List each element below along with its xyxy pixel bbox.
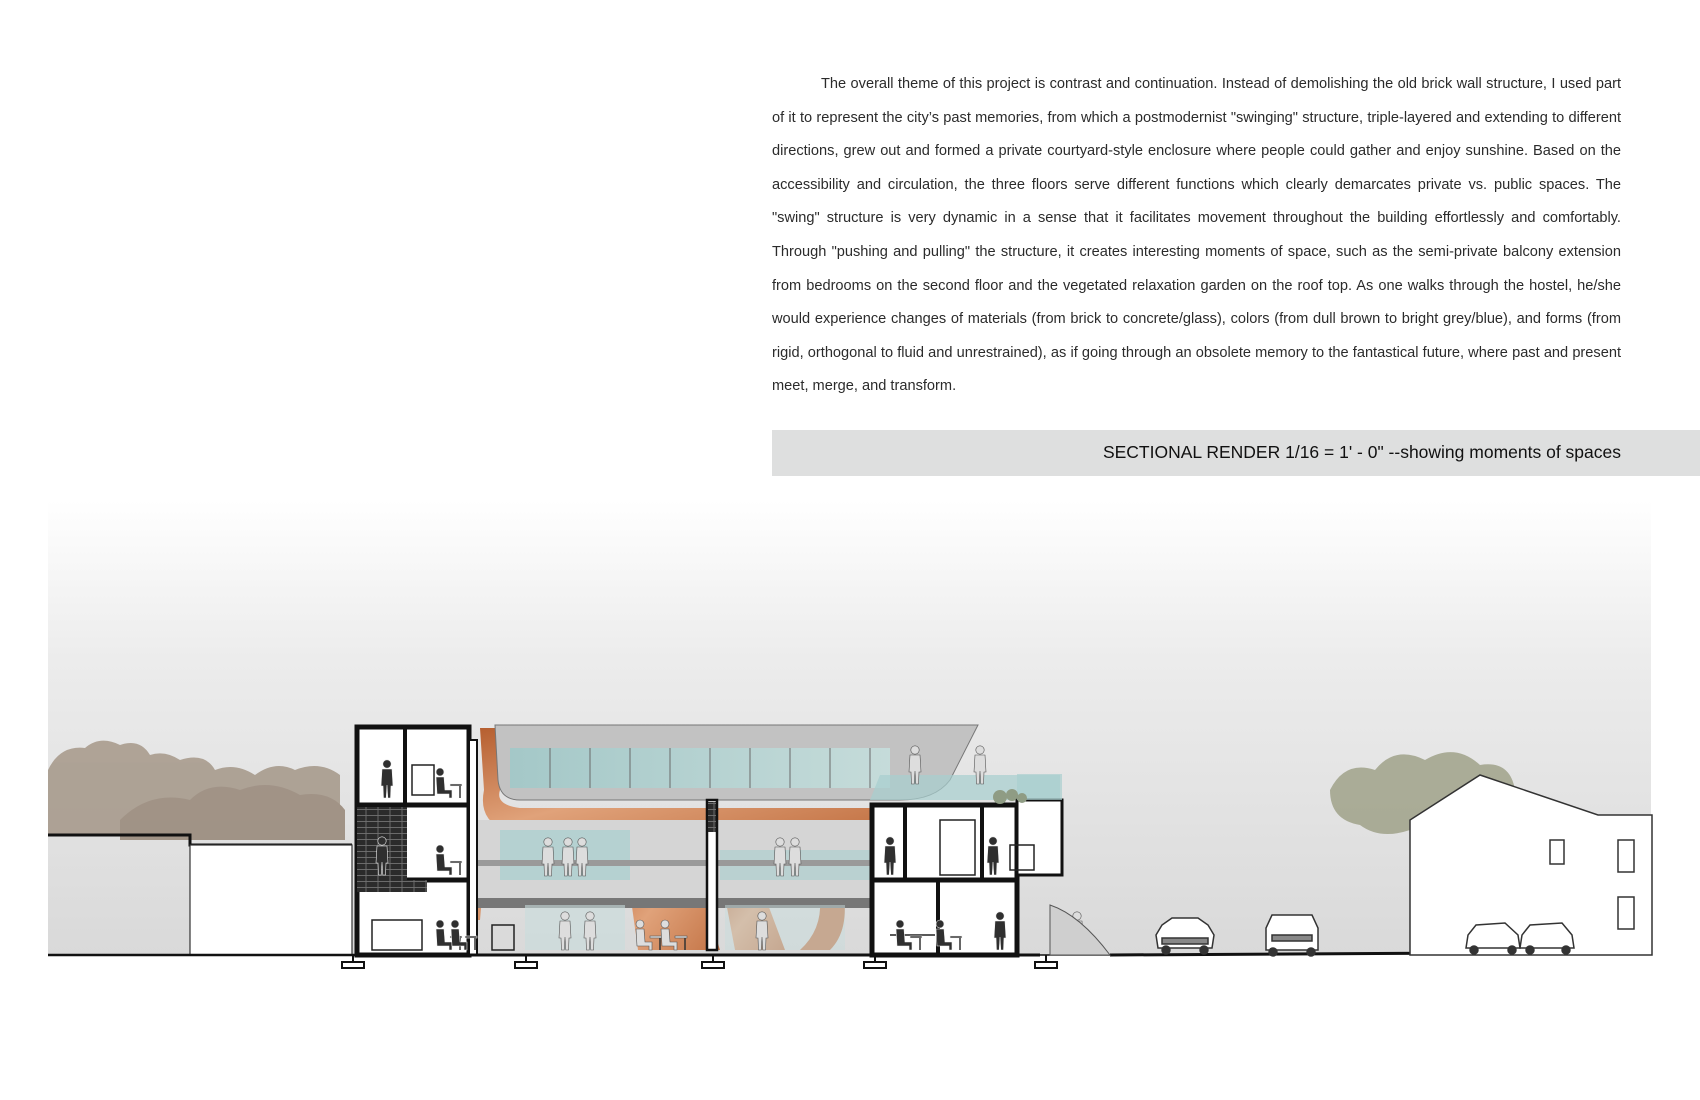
- interior-furniture: [371, 764, 1035, 951]
- hostel-section: [341, 724, 1064, 969]
- tree-canopy-left: [48, 740, 345, 840]
- project-description: The overall theme of this project is con…: [772, 76, 1621, 395]
- car-front-1: [1155, 917, 1215, 955]
- sectional-render-drawing: [48, 500, 1653, 969]
- car-silhouette-group: [1155, 914, 1575, 957]
- caption-bar: SECTIONAL RENDER 1/16 = 1' - 0" --showin…: [772, 430, 1700, 476]
- section-caption: SECTIONAL RENDER 1/16 = 1' - 0" --showin…: [1102, 442, 1621, 462]
- street-ramp: [1049, 904, 1112, 956]
- old-brick-block: [354, 724, 478, 958]
- car-front-2: [1265, 914, 1319, 957]
- car-front-3: [1465, 922, 1575, 955]
- copper-swing-structure: [480, 728, 870, 830]
- footings: [341, 955, 1058, 969]
- neighbor-house: [1409, 774, 1653, 956]
